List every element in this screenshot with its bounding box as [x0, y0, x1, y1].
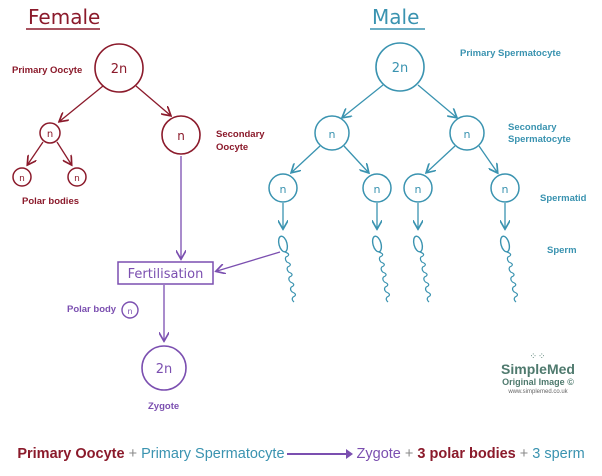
ploidy-label: 2n	[156, 362, 173, 377]
logo-dots-icon: ⁘⁘	[529, 351, 547, 361]
spermatid-label: Spermatid	[540, 193, 587, 204]
ploidy-label: n	[19, 174, 25, 184]
second-polar-body-cell	[121, 301, 139, 319]
eq-zygote: Zygote	[356, 446, 401, 462]
ploidy-label: n	[177, 129, 185, 143]
ploidy-label: n	[374, 183, 381, 196]
secondary-oocyte-label-2: Oocyte	[216, 142, 248, 153]
summary-equation: Primary Oocyte + Primary Spermatocyte Zy…	[0, 446, 602, 462]
eq-polar-bodies: 3 polar bodies	[417, 446, 516, 462]
sperm-head	[277, 235, 289, 253]
ploidy-label: n	[47, 129, 53, 140]
primary-spermatocyte-label: Primary Spermatocyte	[460, 48, 561, 59]
sperm-head	[371, 235, 383, 253]
secondary-oocyte-cell	[161, 115, 201, 155]
secondary-spermatocyte-cell	[314, 115, 350, 151]
secondary-spermatocyte-label-2: Spermatocyte	[508, 134, 571, 145]
primary-oocyte-label: Primary Oocyte	[12, 65, 82, 76]
primary-oocyte-cell	[94, 43, 144, 93]
ploidy-label: n	[502, 183, 509, 196]
ploidy-label: n	[280, 183, 287, 196]
first-polar-body-cell	[39, 122, 61, 144]
polar-bodies-label: Polar bodies	[22, 196, 79, 207]
eq-plus: +	[404, 446, 414, 462]
logo-url: www.simplemed.co.uk	[508, 389, 568, 395]
sperm-tail	[419, 251, 432, 303]
eq-primary-spermatocyte: Primary Spermatocyte	[141, 446, 285, 462]
male-title: Male	[372, 5, 419, 29]
polar-body-cell	[67, 167, 87, 187]
ploidy-label: n	[415, 183, 422, 196]
eq-sperm: 3 sperm	[532, 446, 585, 462]
sperm-tail	[378, 251, 391, 303]
logo-name: SimpleMed	[501, 361, 575, 377]
ploidy-label: n	[464, 128, 471, 141]
polar-body-cell	[12, 167, 32, 187]
sperm-tail	[506, 251, 519, 303]
sperm-head	[412, 235, 424, 253]
secondary-spermatocyte-label: Secondary	[508, 122, 557, 133]
primary-spermatocyte-cell	[375, 42, 425, 92]
zygote-cell	[141, 345, 187, 391]
spermatid-cell	[403, 173, 433, 203]
ploidy-label: n	[74, 174, 80, 184]
eq-primary-oocyte: Primary Oocyte	[17, 446, 125, 462]
zygote-label: Zygote	[148, 401, 179, 412]
spermatid-cell	[268, 173, 298, 203]
secondary-spermatocyte-cell	[449, 115, 485, 151]
female-title: Female	[28, 5, 100, 29]
logo-subtitle: Original Image ©	[502, 377, 574, 387]
sperm-tail	[284, 251, 297, 303]
polar-body-label: Polar body	[67, 304, 117, 315]
secondary-oocyte-label: Secondary	[216, 129, 265, 140]
simplemed-logo: ⁘⁘ SimpleMed Original Image © www.simple…	[488, 351, 588, 396]
sperm-label: Sperm	[547, 245, 577, 256]
eq-plus: +	[519, 446, 529, 462]
eq-arrow-icon	[286, 449, 353, 460]
eq-plus: +	[128, 446, 138, 462]
ploidy-label: n	[329, 128, 336, 141]
ploidy-label: 2n	[111, 62, 128, 77]
spermatid-cell	[362, 173, 392, 203]
spermatid-cell	[490, 173, 520, 203]
fertilisation-label: Fertilisation	[128, 267, 204, 282]
ploidy-label: n	[127, 307, 132, 316]
fertilisation-box	[117, 261, 214, 285]
sperm-head	[499, 235, 511, 253]
ploidy-label: 2n	[392, 61, 409, 76]
